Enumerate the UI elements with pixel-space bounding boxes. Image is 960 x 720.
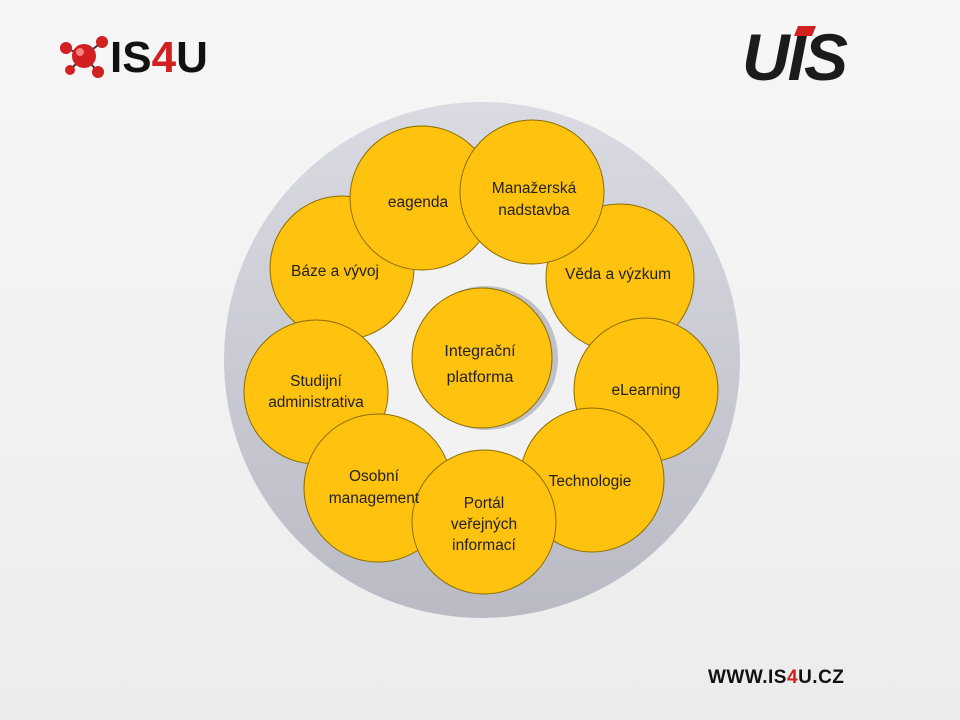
uis-logo: UIS	[742, 24, 850, 88]
node-label-studijni-1: Studijní	[290, 373, 342, 390]
node-manazerska-nadstavba	[459, 119, 605, 265]
node-label-osobni-2: management	[329, 490, 420, 507]
center-node-label-line2: platforma	[447, 369, 514, 386]
node-label-studijni-2: administrativa	[268, 394, 364, 411]
is4u-logo-text: IS4U	[110, 33, 208, 82]
node-portal-verejnych-informaci	[411, 449, 557, 595]
molecule-icon	[60, 36, 108, 78]
node-label-portal-1: Portál	[464, 495, 505, 512]
node-label-veda: Věda a výzkum	[565, 266, 671, 283]
node-label-manazerska-1: Manažerská	[492, 180, 577, 197]
node-label-technologie: Technologie	[549, 473, 632, 490]
node-label-eagenda: eagenda	[388, 194, 449, 211]
node-label-manazerska-2: nadstavba	[498, 202, 570, 219]
center-node-integracni-platforma: Integrační platforma	[411, 287, 553, 429]
node-label-baze: Báze a vývoj	[291, 263, 379, 280]
is4u-logo: IS4U	[60, 33, 208, 82]
center-node-label-line1: Integrační	[444, 343, 516, 360]
node-label-portal-2: veřejných	[451, 516, 517, 533]
node-label-osobni-1: Osobní	[349, 468, 400, 485]
node-label-elearning: eLearning	[612, 382, 681, 399]
footer-website-url: WWW.IS4U.CZ	[708, 667, 844, 688]
svg-text:WWW.IS4U.CZ: WWW.IS4U.CZ	[708, 667, 844, 688]
node-label-portal-3: informací	[452, 537, 516, 554]
